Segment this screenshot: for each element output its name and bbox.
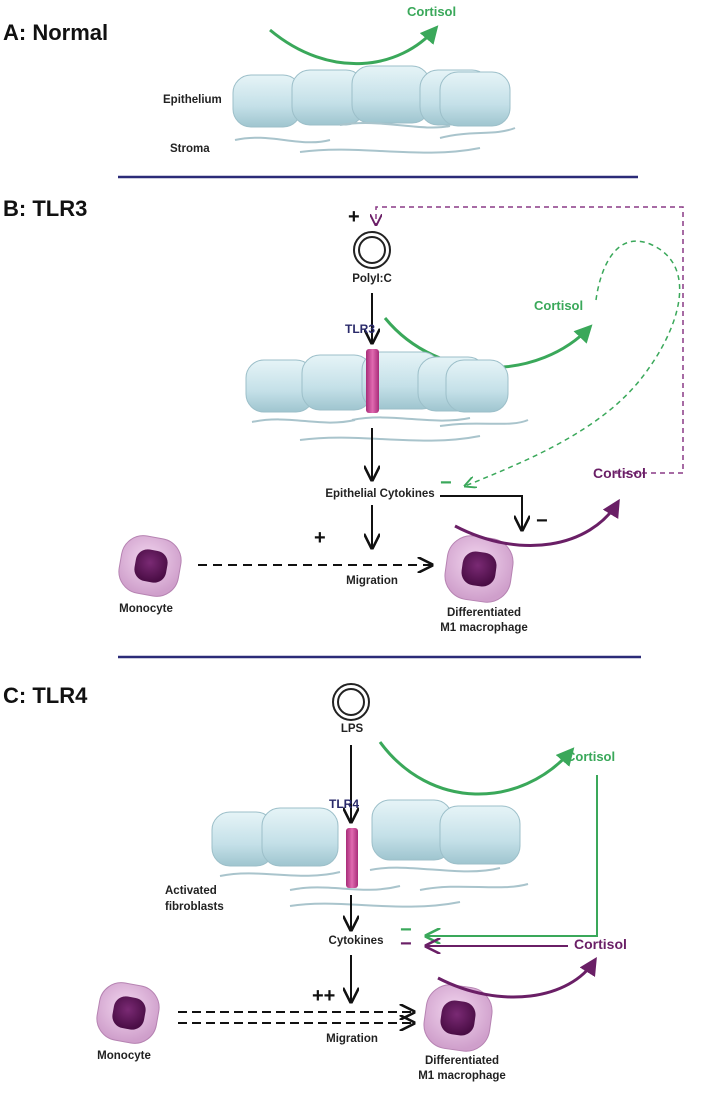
panel-c-title: C: TLR4: [3, 683, 88, 708]
panel-b-macrophage-label-2: M1 macrophage: [440, 622, 528, 634]
epithelial-cell: [351, 65, 431, 124]
lps-label: LPS: [340, 723, 364, 735]
macrophage-cell: [444, 535, 514, 603]
stroma-label: Stroma: [170, 143, 210, 155]
panel-b-title: B: TLR3: [3, 196, 88, 221]
epithelium-label: Epithelium: [163, 94, 222, 106]
fibroblasts-label-1: Activated: [165, 885, 217, 897]
panel-b: [118, 206, 684, 603]
polyic-label: PolyI:C: [352, 273, 392, 285]
monocyte-nucleus: [134, 549, 168, 583]
cortisol-arrow-purple: [454, 498, 620, 547]
monocyte-cell: [118, 535, 182, 597]
epithelial-cytokines-label: Epithelial Cytokines: [325, 488, 435, 500]
panel-b-monocyte-label: Monocyte: [119, 603, 173, 615]
cortisol-arrow-purple: [437, 956, 597, 999]
panel-b-plus-top: +: [348, 206, 360, 228]
epithelial-cell: [445, 359, 509, 413]
monocyte-nucleus: [112, 996, 146, 1030]
epithelial-cell: [439, 71, 511, 127]
macrophage-nucleus: [440, 1000, 476, 1036]
panel-c-macrophage-label-2: M1 macrophage: [418, 1070, 506, 1082]
tlr3-label: TLR3: [345, 322, 375, 336]
stroma-fibers: [251, 416, 529, 442]
panel-c-macrophage-label-1: Differentiated: [424, 1055, 500, 1067]
epithelium-cells: [232, 65, 511, 128]
panel-b-migration-plus: +: [314, 527, 326, 549]
panel-b-macrophage-label-1: Differentiated: [446, 607, 522, 619]
fibroblasts-label-2: fibroblasts: [165, 901, 224, 913]
macrophage-cell: [423, 984, 493, 1052]
panel-c-green-minus: −: [400, 919, 412, 941]
panel-c-cytokines-label: Cytokines: [328, 935, 384, 947]
panel-b-migration-label: Migration: [346, 575, 398, 587]
green-dashed-inhibition-arrow: [465, 240, 681, 486]
panel-c-purple-minus: −: [400, 933, 412, 955]
cytokines-to-macrophage-arrow: [440, 495, 522, 530]
polyic-ligand-inner-icon: [358, 236, 386, 264]
epithelial-cell: [439, 805, 521, 865]
epithelial-cell: [232, 74, 302, 128]
epithelium-cells: [245, 351, 509, 413]
lps-ligand-inner-icon: [337, 688, 365, 716]
cortisol-arrow-green: [269, 25, 439, 66]
tlr3-receptor: [366, 349, 379, 413]
panel-c-migration-label: Migration: [326, 1033, 378, 1045]
panel-c-monocyte-label: Monocyte: [97, 1050, 151, 1062]
panel-b-cortisol-green-label: Cortisol: [534, 298, 584, 313]
tlr4-receptor: [346, 828, 358, 888]
panel-b-green-minus: −: [440, 472, 452, 494]
panel-a-cortisol-label: Cortisol: [407, 4, 457, 19]
purple-dashed-feedback-arrow: [376, 206, 684, 474]
panel-c-cortisol-green-label: Cortisol: [566, 749, 616, 764]
epithelium-cells: [211, 799, 521, 867]
macrophage-nucleus: [461, 551, 497, 587]
panel-c: [96, 683, 598, 1052]
stroma-fibers: [234, 122, 516, 154]
panel-a-title: A: Normal: [3, 20, 109, 45]
panel-b-black-minus: −: [536, 510, 548, 532]
stroma-fibers: [219, 866, 529, 908]
panel-c-cortisol-purple-label: Cortisol: [574, 936, 627, 952]
epithelial-cell: [261, 807, 339, 867]
panel-a: [232, 25, 516, 154]
green-inhibition-arrow: [426, 775, 598, 936]
panel-b-cortisol-purple-label: Cortisol: [593, 465, 646, 481]
tlr4-label: TLR4: [329, 797, 359, 811]
panel-c-migration-plus: ++: [312, 985, 336, 1007]
monocyte-cell: [96, 982, 160, 1044]
cortisol-arrow-green: [378, 741, 575, 796]
